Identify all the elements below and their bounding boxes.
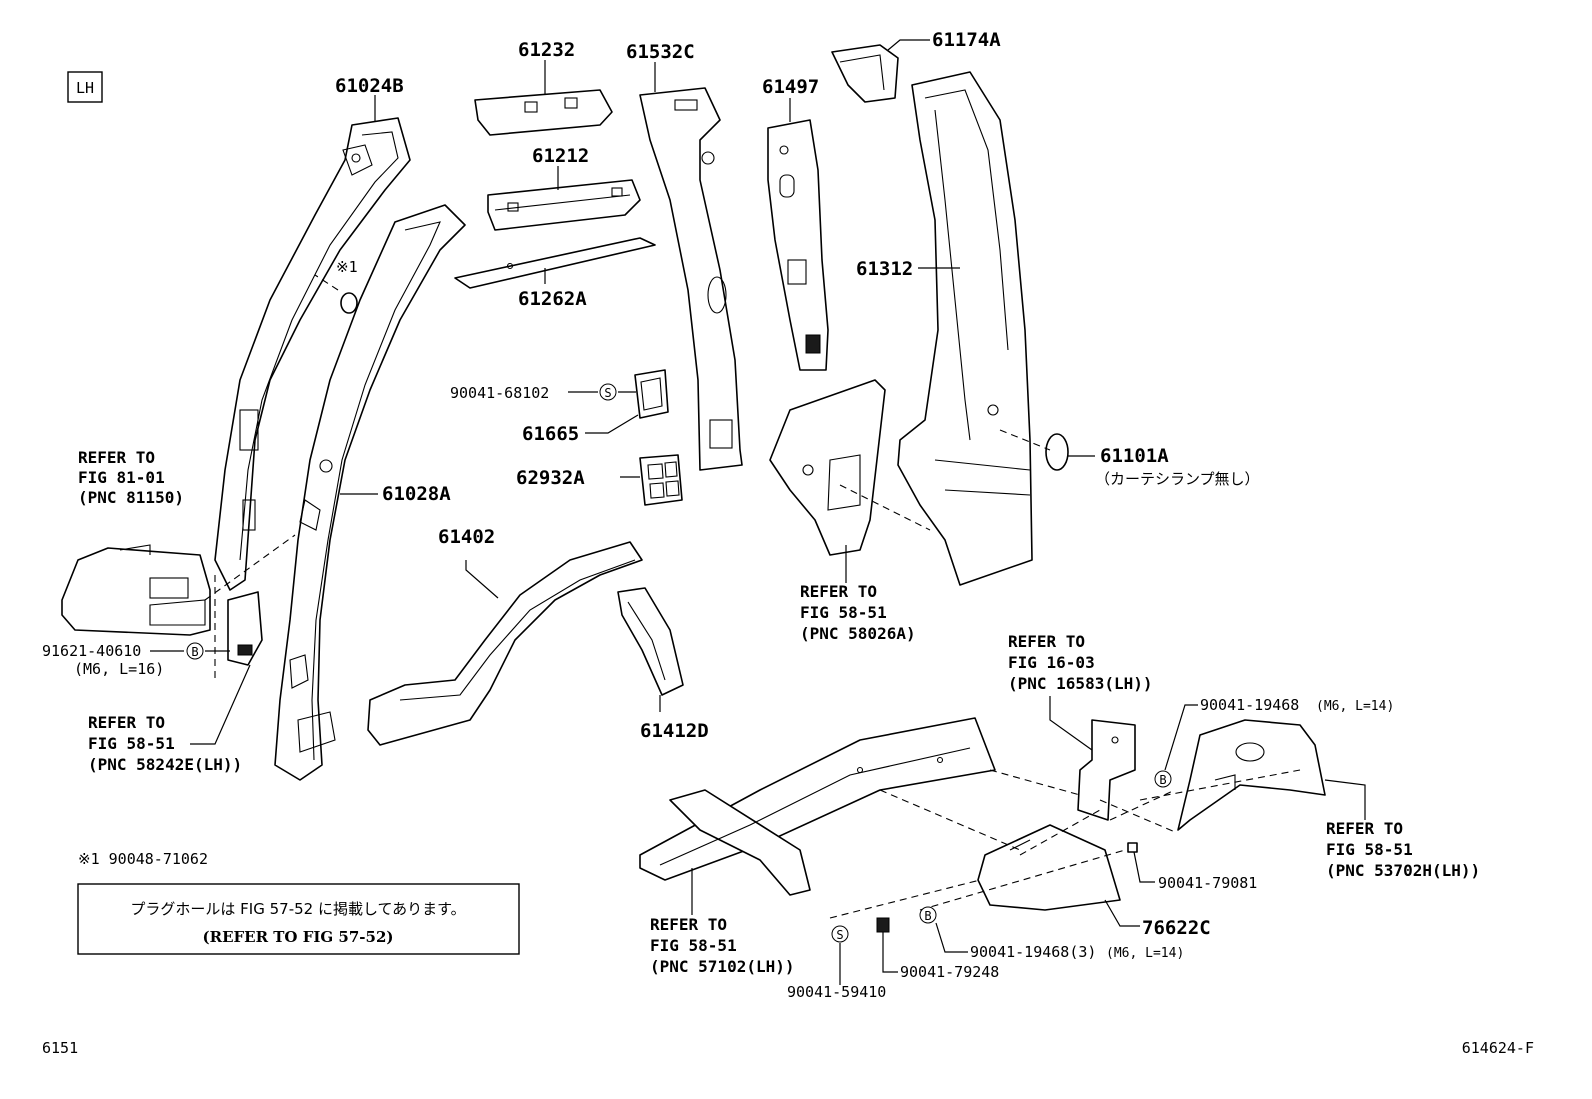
label-61402: 61402 xyxy=(438,526,495,548)
part-62932a-shape xyxy=(639,454,683,506)
part-61312-shape xyxy=(897,71,1033,586)
side-badge-text: LH xyxy=(76,79,94,97)
ref-16583: REFER TO FIG 16-03 (PNC 16583(LH)) xyxy=(1008,632,1153,693)
part-61402-shape xyxy=(367,541,643,746)
plug-hole-note-box: プラグホールは FIG 57-52 に掲載してあります。 (REFER TO F… xyxy=(77,883,520,955)
assembly-dashes xyxy=(204,274,1301,919)
label-61028a: 61028A xyxy=(382,483,451,505)
part-61028a-shape xyxy=(274,204,466,781)
part-61412d-shape xyxy=(617,587,684,696)
ref-16583-line1: REFER TO xyxy=(1008,632,1085,651)
ref-58026a-line2: FIG 58-51 xyxy=(800,603,887,622)
leader-lines xyxy=(150,39,1366,985)
label-61665: 61665 xyxy=(522,423,579,445)
clip-90041-79248-shape xyxy=(876,917,890,933)
label-61101a: 61101A xyxy=(1100,445,1169,467)
bracket-16583-shape xyxy=(1077,719,1136,821)
label-90041-68102: 90041-68102 xyxy=(450,384,549,402)
ref-57102: REFER TO FIG 58-51 (PNC 57102(LH)) xyxy=(650,915,795,976)
label-61101a-note: （カーテシランプ無し） xyxy=(1095,470,1260,488)
symbol-s-1-text: S xyxy=(604,386,611,400)
ref-58242e-line3: (PNC 58242E(LH)) xyxy=(88,755,242,774)
symbol-b-1: B xyxy=(186,642,204,660)
plug-hole-note-en: (REFER TO FIG 57-52) xyxy=(203,928,394,946)
symbol-b-3-text: B xyxy=(924,909,931,923)
lamp-81150-shape xyxy=(61,544,211,636)
label-90041-19468-bot: 90041-19468(3) xyxy=(970,943,1096,961)
ref-81150-line1: REFER TO xyxy=(78,448,155,467)
ref-57102-line3: (PNC 57102(LH)) xyxy=(650,957,795,976)
part-61532c-shape xyxy=(639,87,743,471)
part-61497-shape xyxy=(767,119,829,371)
footnote-1: ※1 90048-71062 xyxy=(78,850,208,868)
frame-57102-shape xyxy=(639,717,996,896)
symbol-b-3: B xyxy=(919,906,937,924)
side-badge: LH xyxy=(67,71,103,103)
bracket-58242e-shape xyxy=(227,591,263,666)
label-61532c: 61532C xyxy=(626,41,695,63)
label-note-mark: ※1 xyxy=(336,258,358,276)
ref-53702h: REFER TO FIG 58-51 (PNC 53702H(LH)) xyxy=(1326,819,1480,880)
label-90041-79248: 90041-79248 xyxy=(900,963,999,981)
ref-16583-line2: FIG 16-03 xyxy=(1008,653,1095,672)
label-90041-19468-bot-spec: (M6, L=14) xyxy=(1106,946,1184,961)
part-61232-shape xyxy=(474,89,613,136)
label-62932a: 62932A xyxy=(516,467,585,489)
part-76622c-shape xyxy=(977,824,1121,911)
plug-1-shape xyxy=(340,292,358,314)
label-76622c: 76622C xyxy=(1142,917,1211,939)
ref-58026a-line3: (PNC 58026A) xyxy=(800,624,916,643)
label-90041-19468-top: 90041-19468 xyxy=(1200,696,1299,714)
symbol-b-2: B xyxy=(1154,770,1172,788)
label-61497: 61497 xyxy=(762,76,819,98)
label-61174a: 61174A xyxy=(932,29,1001,51)
part-61101a-shape xyxy=(1045,433,1069,471)
ref-58242e-line2: FIG 58-51 xyxy=(88,734,175,753)
label-61262a: 61262A xyxy=(518,288,587,310)
ref-58026a: REFER TO FIG 58-51 (PNC 58026A) xyxy=(800,582,916,643)
ref-58242e: REFER TO FIG 58-51 (PNC 58242E(LH)) xyxy=(88,713,242,774)
figure-number: 6151 xyxy=(42,1039,78,1057)
part-61665-shape xyxy=(634,369,669,419)
symbol-s-2: S xyxy=(831,925,849,943)
label-91621-40610: 91621-40610 xyxy=(42,642,141,660)
drawing-id: 614624-F xyxy=(1462,1039,1534,1057)
part-61212-shape xyxy=(487,179,641,231)
symbol-b-2-text: B xyxy=(1159,773,1166,787)
symbol-s-1: S xyxy=(599,383,617,401)
panel-58026a-shape xyxy=(769,379,886,556)
ref-81150-line3: (PNC 81150) xyxy=(78,488,184,507)
ref-16583-line3: (PNC 16583(LH)) xyxy=(1008,674,1153,693)
ref-53702h-line2: FIG 58-51 xyxy=(1326,840,1413,859)
label-61232: 61232 xyxy=(518,39,575,61)
label-90041-79081: 90041-79081 xyxy=(1158,874,1257,892)
label-61212: 61212 xyxy=(532,145,589,167)
panel-53702h-shape xyxy=(1177,719,1326,831)
label-61024b: 61024B xyxy=(335,75,404,97)
ref-57102-line2: FIG 58-51 xyxy=(650,936,737,955)
clip-90041-79081-shape xyxy=(1127,842,1138,853)
label-91621-40610-spec: (M6, L=16) xyxy=(74,660,164,678)
part-61262a-shape xyxy=(454,237,656,289)
label-61412d: 61412D xyxy=(640,720,709,742)
symbol-s-2-text: S xyxy=(836,928,843,942)
part-61174a-shape xyxy=(831,44,899,103)
label-61312: 61312 xyxy=(856,258,913,280)
ref-53702h-line1: REFER TO xyxy=(1326,819,1403,838)
ref-81150: REFER TO FIG 81-01 (PNC 81150) xyxy=(78,448,184,507)
plug-hole-note-jp: プラグホールは FIG 57-52 に掲載してあります。 xyxy=(130,900,465,918)
ref-58242e-line1: REFER TO xyxy=(88,713,165,732)
part-61024b-shape xyxy=(214,117,411,591)
ref-58026a-line1: REFER TO xyxy=(800,582,877,601)
label-90041-59410: 90041-59410 xyxy=(787,983,886,1001)
ref-57102-line1: REFER TO xyxy=(650,915,727,934)
ref-53702h-line3: (PNC 53702H(LH)) xyxy=(1326,861,1480,880)
ref-81150-line2: FIG 81-01 xyxy=(78,468,165,487)
label-90041-19468-top-spec: (M6, L=14) xyxy=(1316,699,1394,714)
symbol-b-1-text: B xyxy=(191,645,198,659)
